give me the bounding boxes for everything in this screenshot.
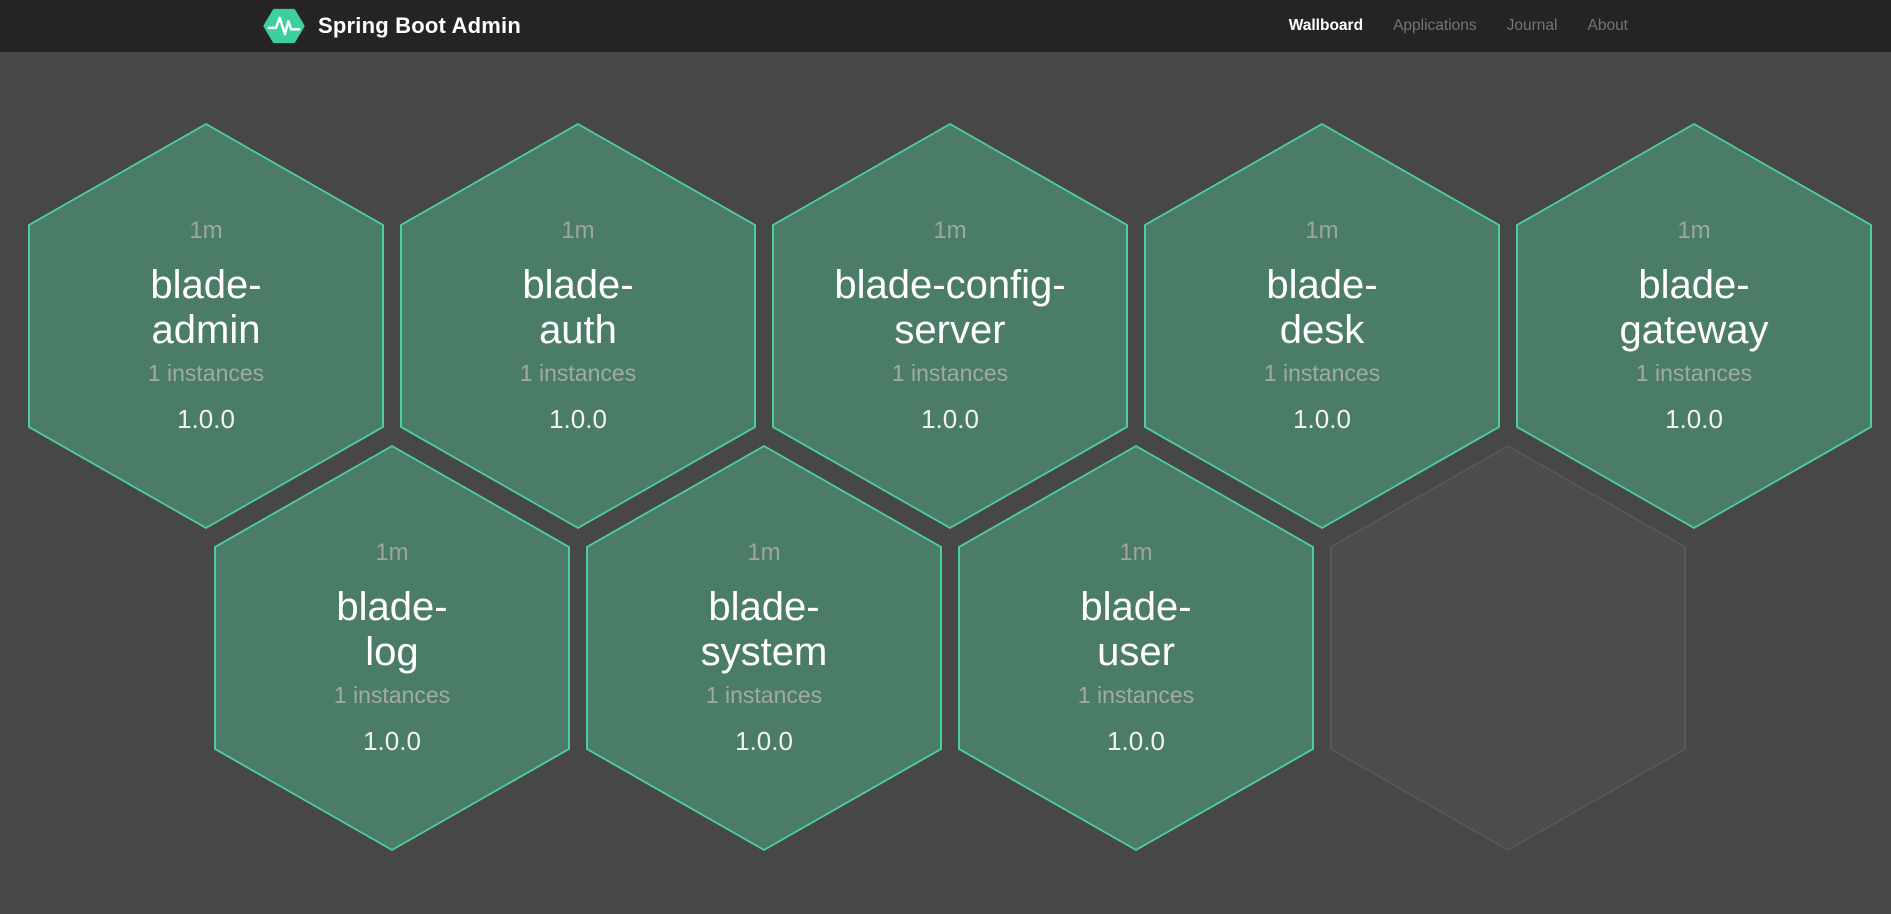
app-hexagon-blade-system[interactable]: 1m blade- system 1 instances 1.0.0	[586, 445, 942, 851]
app-name: blade- system	[700, 585, 828, 674]
version-label: 1.0.0	[735, 726, 793, 756]
app-hexagon-blade-admin[interactable]: 1m blade- admin 1 instances 1.0.0	[28, 123, 384, 529]
uptime-label: 1m	[375, 539, 409, 566]
wallboard: 1m blade- admin 1 instances 1.0.0 1m bla…	[0, 52, 1891, 914]
app-hexagon-blade-user[interactable]: 1m blade- user 1 instances 1.0.0	[958, 445, 1314, 851]
instances-label: 1 instances	[333, 682, 451, 708]
hexagon-fill	[1332, 447, 1684, 849]
instances-label: 1 instances	[891, 360, 1009, 386]
pulse-hexagon-icon	[263, 6, 305, 46]
version-label: 1.0.0	[1107, 726, 1165, 756]
version-label: 1.0.0	[921, 404, 979, 434]
app-name: blade- user	[1080, 585, 1192, 674]
nav-links: Wallboard Applications Journal About	[1289, 17, 1628, 35]
app-hexagon-blade-auth[interactable]: 1m blade- auth 1 instances 1.0.0	[400, 123, 756, 529]
brand-title: Spring Boot Admin	[318, 13, 522, 38]
instances-label: 1 instances	[705, 682, 823, 708]
uptime-label: 1m	[747, 539, 781, 566]
hexagon-content: 1m blade- admin 1 instances 1.0.0	[28, 123, 384, 529]
instances-label: 1 instances	[519, 360, 637, 386]
navbar: Spring Boot Admin Wallboard Applications J…	[0, 0, 1891, 52]
hexagon-content: 1m blade- auth 1 instances 1.0.0	[400, 123, 756, 529]
app-name: blade- gateway	[1619, 263, 1769, 352]
app-name: blade- log	[336, 585, 448, 674]
hexagon-content: 1m blade- desk 1 instances 1.0.0	[1144, 123, 1500, 529]
version-label: 1.0.0	[1665, 404, 1723, 434]
navbar-container: Spring Boot Admin Wallboard Applications J…	[263, 0, 1628, 52]
version-label: 1.0.0	[363, 726, 421, 756]
hexagon-content: 1m blade- gateway 1 instances 1.0.0	[1516, 123, 1872, 529]
hexagon-content: 1m blade- system 1 instances 1.0.0	[586, 445, 942, 851]
instances-label: 1 instances	[1077, 682, 1195, 708]
uptime-label: 1m	[1305, 217, 1339, 244]
empty-hexagon-placeholder	[1330, 445, 1686, 851]
app-hexagon-blade-gateway[interactable]: 1m blade- gateway 1 instances 1.0.0	[1516, 123, 1872, 529]
uptime-label: 1m	[1677, 217, 1711, 244]
app-name: blade- desk	[1266, 263, 1378, 352]
version-label: 1.0.0	[549, 404, 607, 434]
version-label: 1.0.0	[177, 404, 235, 434]
app-hexagon-blade-desk[interactable]: 1m blade- desk 1 instances 1.0.0	[1144, 123, 1500, 529]
app-name: blade-config- server	[834, 263, 1066, 352]
app-name: blade- auth	[522, 263, 634, 352]
instances-label: 1 instances	[1635, 360, 1753, 386]
app-hexagon-blade-log[interactable]: 1m blade- log 1 instances 1.0.0	[214, 445, 570, 851]
brand-link[interactable]: Spring Boot Admin	[263, 6, 521, 46]
hexagon-content: 1m blade-config- server 1 instances 1.0.…	[772, 123, 1128, 529]
nav-link-journal[interactable]: Journal	[1506, 17, 1558, 34]
nav-link-about[interactable]: About	[1587, 17, 1628, 34]
hexagon-content: 1m blade- log 1 instances 1.0.0	[214, 445, 570, 851]
uptime-label: 1m	[1119, 539, 1153, 566]
app-name: blade- admin	[150, 263, 262, 352]
hexagon-fill	[588, 447, 940, 849]
uptime-label: 1m	[561, 217, 595, 244]
instances-label: 1 instances	[147, 360, 265, 386]
version-label: 1.0.0	[1293, 404, 1351, 434]
hexagon-content: 1m blade- user 1 instances 1.0.0	[958, 445, 1314, 851]
nav-link-wallboard[interactable]: Wallboard	[1288, 17, 1364, 34]
instances-label: 1 instances	[1263, 360, 1381, 386]
app-hexagon-blade-config-server[interactable]: 1m blade-config- server 1 instances 1.0.…	[772, 123, 1128, 529]
uptime-label: 1m	[189, 217, 223, 244]
nav-link-applications[interactable]: Applications	[1393, 17, 1477, 34]
uptime-label: 1m	[933, 217, 967, 244]
